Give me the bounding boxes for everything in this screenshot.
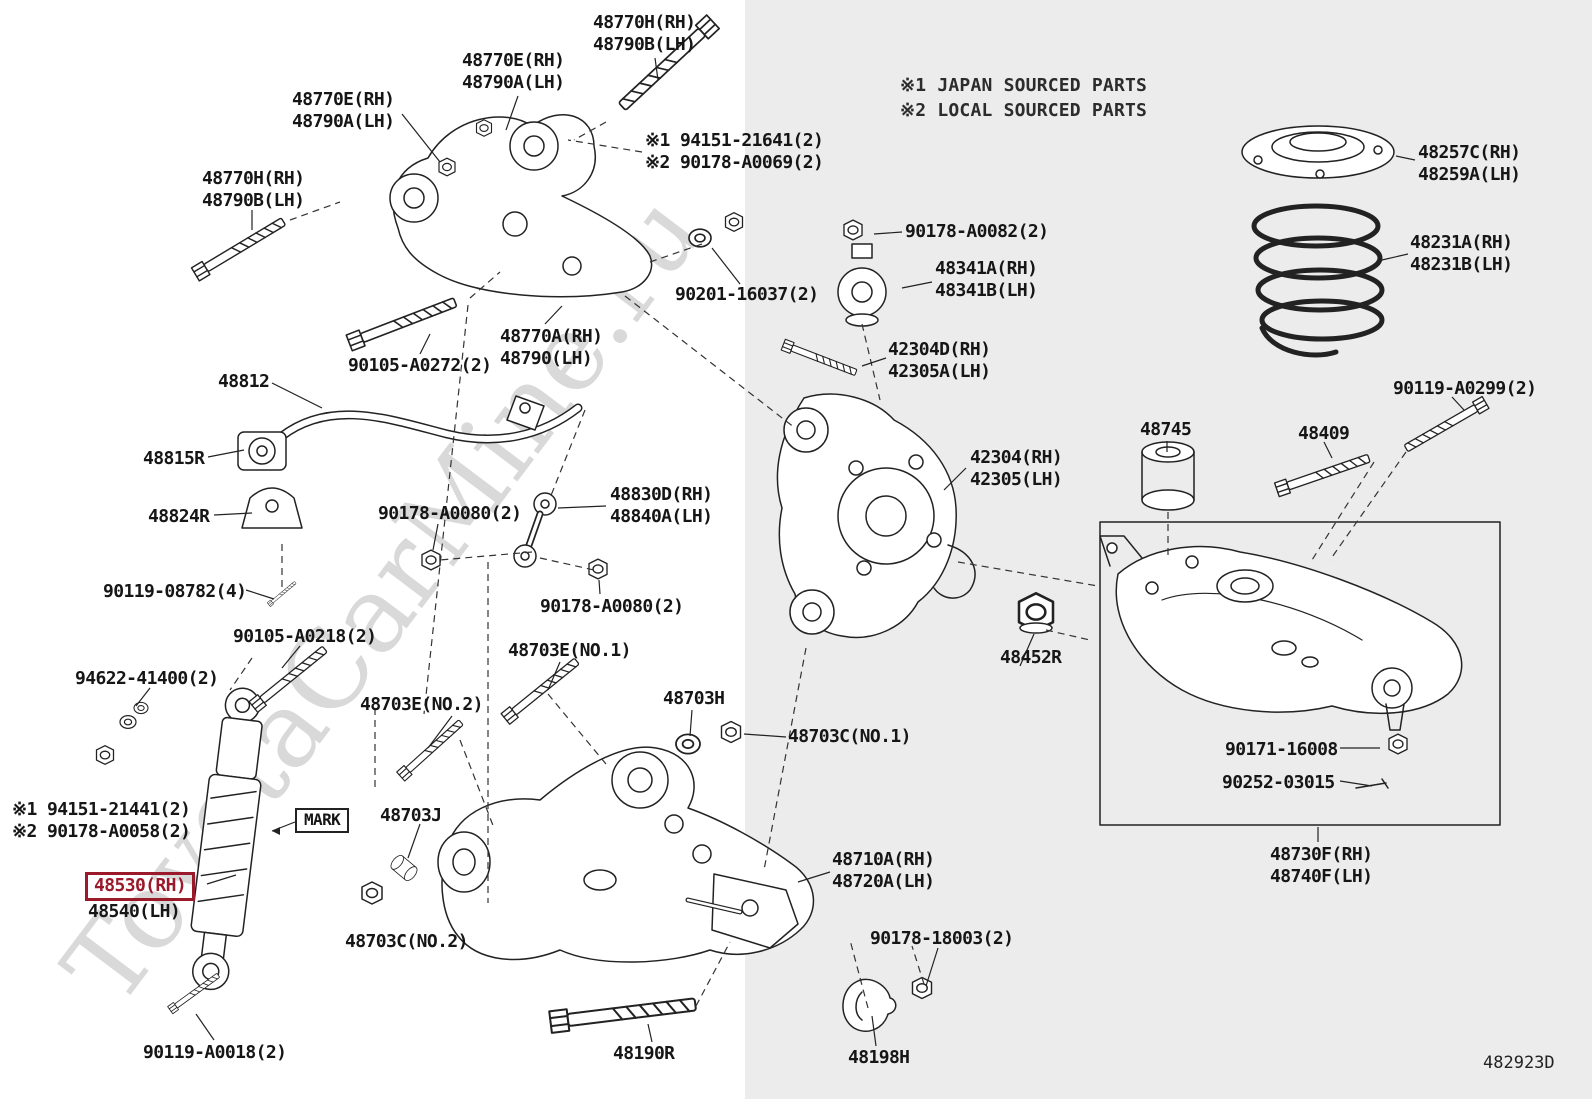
part-label-48730f-48740f[interactable]: 48730F(RH)48740F(LH) xyxy=(1270,844,1373,887)
part-label-48257c-48259a[interactable]: 48257C(RH)48259A(LH) xyxy=(1418,142,1521,185)
note-japan-sourced: ※1 JAPAN SOURCED PARTS xyxy=(900,75,1148,96)
part-label-48341a-48341b[interactable]: 48341A(RH)48341B(LH) xyxy=(935,258,1038,301)
stabilizer-bracket xyxy=(241,487,303,529)
lower-control-arm xyxy=(437,746,815,963)
spring-seat xyxy=(1241,125,1395,179)
part-label-90201-16037[interactable]: 90201-16037(2) xyxy=(675,284,819,305)
part-label-90105-a0218[interactable]: 90105-A0218(2) xyxy=(233,626,377,647)
part-label-48409[interactable]: 48409 xyxy=(1298,423,1350,444)
part-label-48703e-no1[interactable]: 48703E(NO.1) xyxy=(508,640,631,661)
part-label-48770h-48790b-top[interactable]: 48770H(RH)48790B(LH) xyxy=(593,12,696,55)
part-label-48703j[interactable]: 48703J xyxy=(380,805,442,826)
detail-box xyxy=(1099,521,1501,826)
shock-absorber xyxy=(190,687,263,991)
stabilizer-link xyxy=(513,492,557,568)
part-label-90178-a0080-right[interactable]: 90178-A0080(2) xyxy=(540,596,684,617)
part-label-48198h[interactable]: 48198H xyxy=(848,1047,910,1068)
upper-control-arm xyxy=(389,113,653,298)
note-local-sourced: ※2 LOCAL SOURCED PARTS xyxy=(900,100,1148,121)
part-label-48703e-no2[interactable]: 48703E(NO.2) xyxy=(360,694,483,715)
part-label-48770h-48790b-left[interactable]: 48770H(RH)48790B(LH) xyxy=(202,168,305,211)
part-48198h xyxy=(842,978,897,1032)
part-label-90119-08782[interactable]: 90119-08782(4) xyxy=(103,581,247,602)
part-label-90178-a0080-left[interactable]: 90178-A0080(2) xyxy=(378,503,522,524)
part-label-90171-16008[interactable]: 90171-16008 xyxy=(1225,739,1338,760)
ball-joint xyxy=(837,243,887,327)
knuckle xyxy=(776,393,976,639)
part-label-94151-21441[interactable]: ※1 94151-21441(2)※2 90178-A0058(2) xyxy=(12,799,191,842)
part-label-48452r[interactable]: 48452R xyxy=(1000,647,1062,668)
part-label-48830d-48840a[interactable]: 48830D(RH)48840A(LH) xyxy=(610,484,713,527)
stabilizer-bar xyxy=(277,395,583,444)
leader-lines xyxy=(135,57,1465,1047)
mark-arrowhead xyxy=(272,827,280,835)
part-label-90178-18003[interactable]: 90178-18003(2) xyxy=(870,928,1014,949)
part-label-90105-a0272[interactable]: 90105-A0272(2) xyxy=(348,355,492,376)
part-label-48703h[interactable]: 48703H xyxy=(663,688,725,709)
part-label-48190r[interactable]: 48190R xyxy=(613,1043,675,1064)
part-label-48770a-48790[interactable]: 48770A(RH)48790(LH) xyxy=(500,326,603,369)
bushing-48745 xyxy=(1141,441,1195,511)
part-label-48540[interactable]: 48540(LH) xyxy=(88,901,181,922)
part-label-48770e-48790a-mid[interactable]: 48770E(RH)48790A(LH) xyxy=(462,50,565,93)
part-label-48815r[interactable]: 48815R xyxy=(143,448,205,469)
part-label-94622-41400[interactable]: 94622-41400(2) xyxy=(75,668,219,689)
part-label-48231a-48231b[interactable]: 48231A(RH)48231B(LH) xyxy=(1410,232,1513,275)
part-label-90119-a0018[interactable]: 90119-A0018(2) xyxy=(143,1042,287,1063)
part-label-mark[interactable]: MARK xyxy=(295,808,350,833)
part-label-48812[interactable]: 48812 xyxy=(218,371,270,392)
part-label-94151-21641[interactable]: ※1 94151-21641(2)※2 90178-A0069(2) xyxy=(645,130,824,173)
part-label-42304d-42305a[interactable]: 42304D(RH)42305A(LH) xyxy=(888,339,991,382)
rear-lower-arm xyxy=(1099,535,1463,731)
part-label-48745[interactable]: 48745 xyxy=(1140,419,1192,440)
part-label-90252-03015[interactable]: 90252-03015 xyxy=(1222,772,1335,793)
part-label-42304-42305[interactable]: 42304(RH)42305(LH) xyxy=(970,447,1063,490)
part-label-48710a-48720a[interactable]: 48710A(RH)48720A(LH) xyxy=(832,849,935,892)
part-label-48703c-no1[interactable]: 48703C(NO.1) xyxy=(788,726,911,747)
stabilizer-bushing xyxy=(237,431,287,471)
nut-48452r xyxy=(1017,592,1055,634)
part-label-48824r[interactable]: 48824R xyxy=(148,506,210,527)
part-label-48770e-48790a-left[interactable]: 48770E(RH)48790A(LH) xyxy=(292,89,395,132)
part-label-48530[interactable]: 48530(RH) xyxy=(85,872,196,901)
coil-spring xyxy=(1251,203,1385,358)
part-label-90119-a0299[interactable]: 90119-A0299(2) xyxy=(1393,378,1537,399)
diagram-code: 482923D xyxy=(1483,1053,1555,1073)
part-label-90178-a0082[interactable]: 90178-A0082(2) xyxy=(905,221,1049,242)
part-label-48703c-no2[interactable]: 48703C(NO.2) xyxy=(345,931,468,952)
dashed-lines xyxy=(229,121,1407,1009)
